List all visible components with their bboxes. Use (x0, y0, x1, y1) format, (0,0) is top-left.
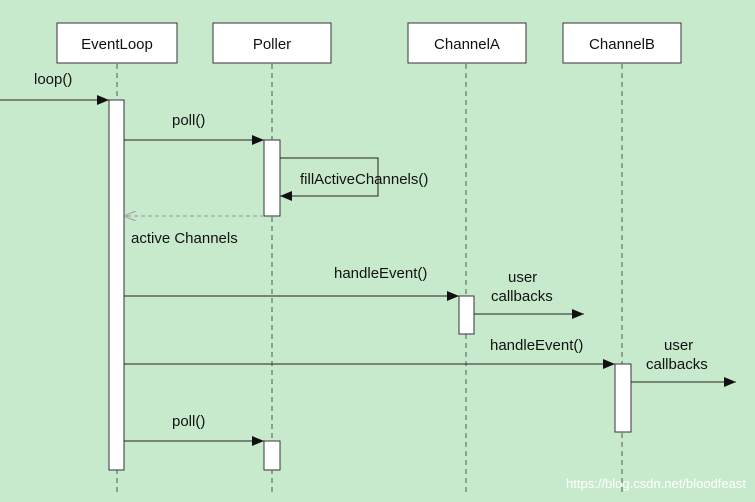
participant-channela: ChannelA (407, 22, 527, 64)
message-fill-active-label: fillActiveChannels() (300, 171, 428, 188)
participant-eventloop-label: EventLoop (81, 36, 153, 53)
activation-channela (458, 295, 475, 335)
participant-poller-label: Poller (253, 36, 291, 53)
participant-channelb-label: ChannelB (589, 36, 655, 53)
participant-channela-label: ChannelA (434, 36, 500, 53)
message-fill-active-arrow (280, 157, 379, 201)
activation-channelb (614, 363, 632, 433)
participant-eventloop: EventLoop (56, 22, 178, 64)
message-loop-label: loop() (34, 71, 72, 88)
message-handle-event-a-label: handleEvent() (334, 265, 427, 282)
message-user-callbacks-a-label-line1: user (508, 269, 537, 286)
message-handle-event-b-label: handleEvent() (490, 337, 583, 354)
message-user-callbacks-b-label-line2: callbacks (646, 356, 708, 373)
message-user-callbacks-a-label-line2: callbacks (491, 288, 553, 305)
activation-poller-1 (263, 139, 281, 217)
watermark-text: https://blog.csdn.net/bloodfeast (566, 476, 746, 491)
activation-poller-2 (263, 440, 281, 471)
participant-poller: Poller (212, 22, 332, 64)
message-poll-2-label: poll() (172, 413, 205, 430)
message-poll-1-label: poll() (172, 112, 205, 129)
message-active-channels-label: active Channels (131, 230, 238, 247)
message-user-callbacks-b-label-line1: user (664, 337, 693, 354)
participant-channelb: ChannelB (562, 22, 682, 64)
activation-eventloop (108, 99, 125, 471)
